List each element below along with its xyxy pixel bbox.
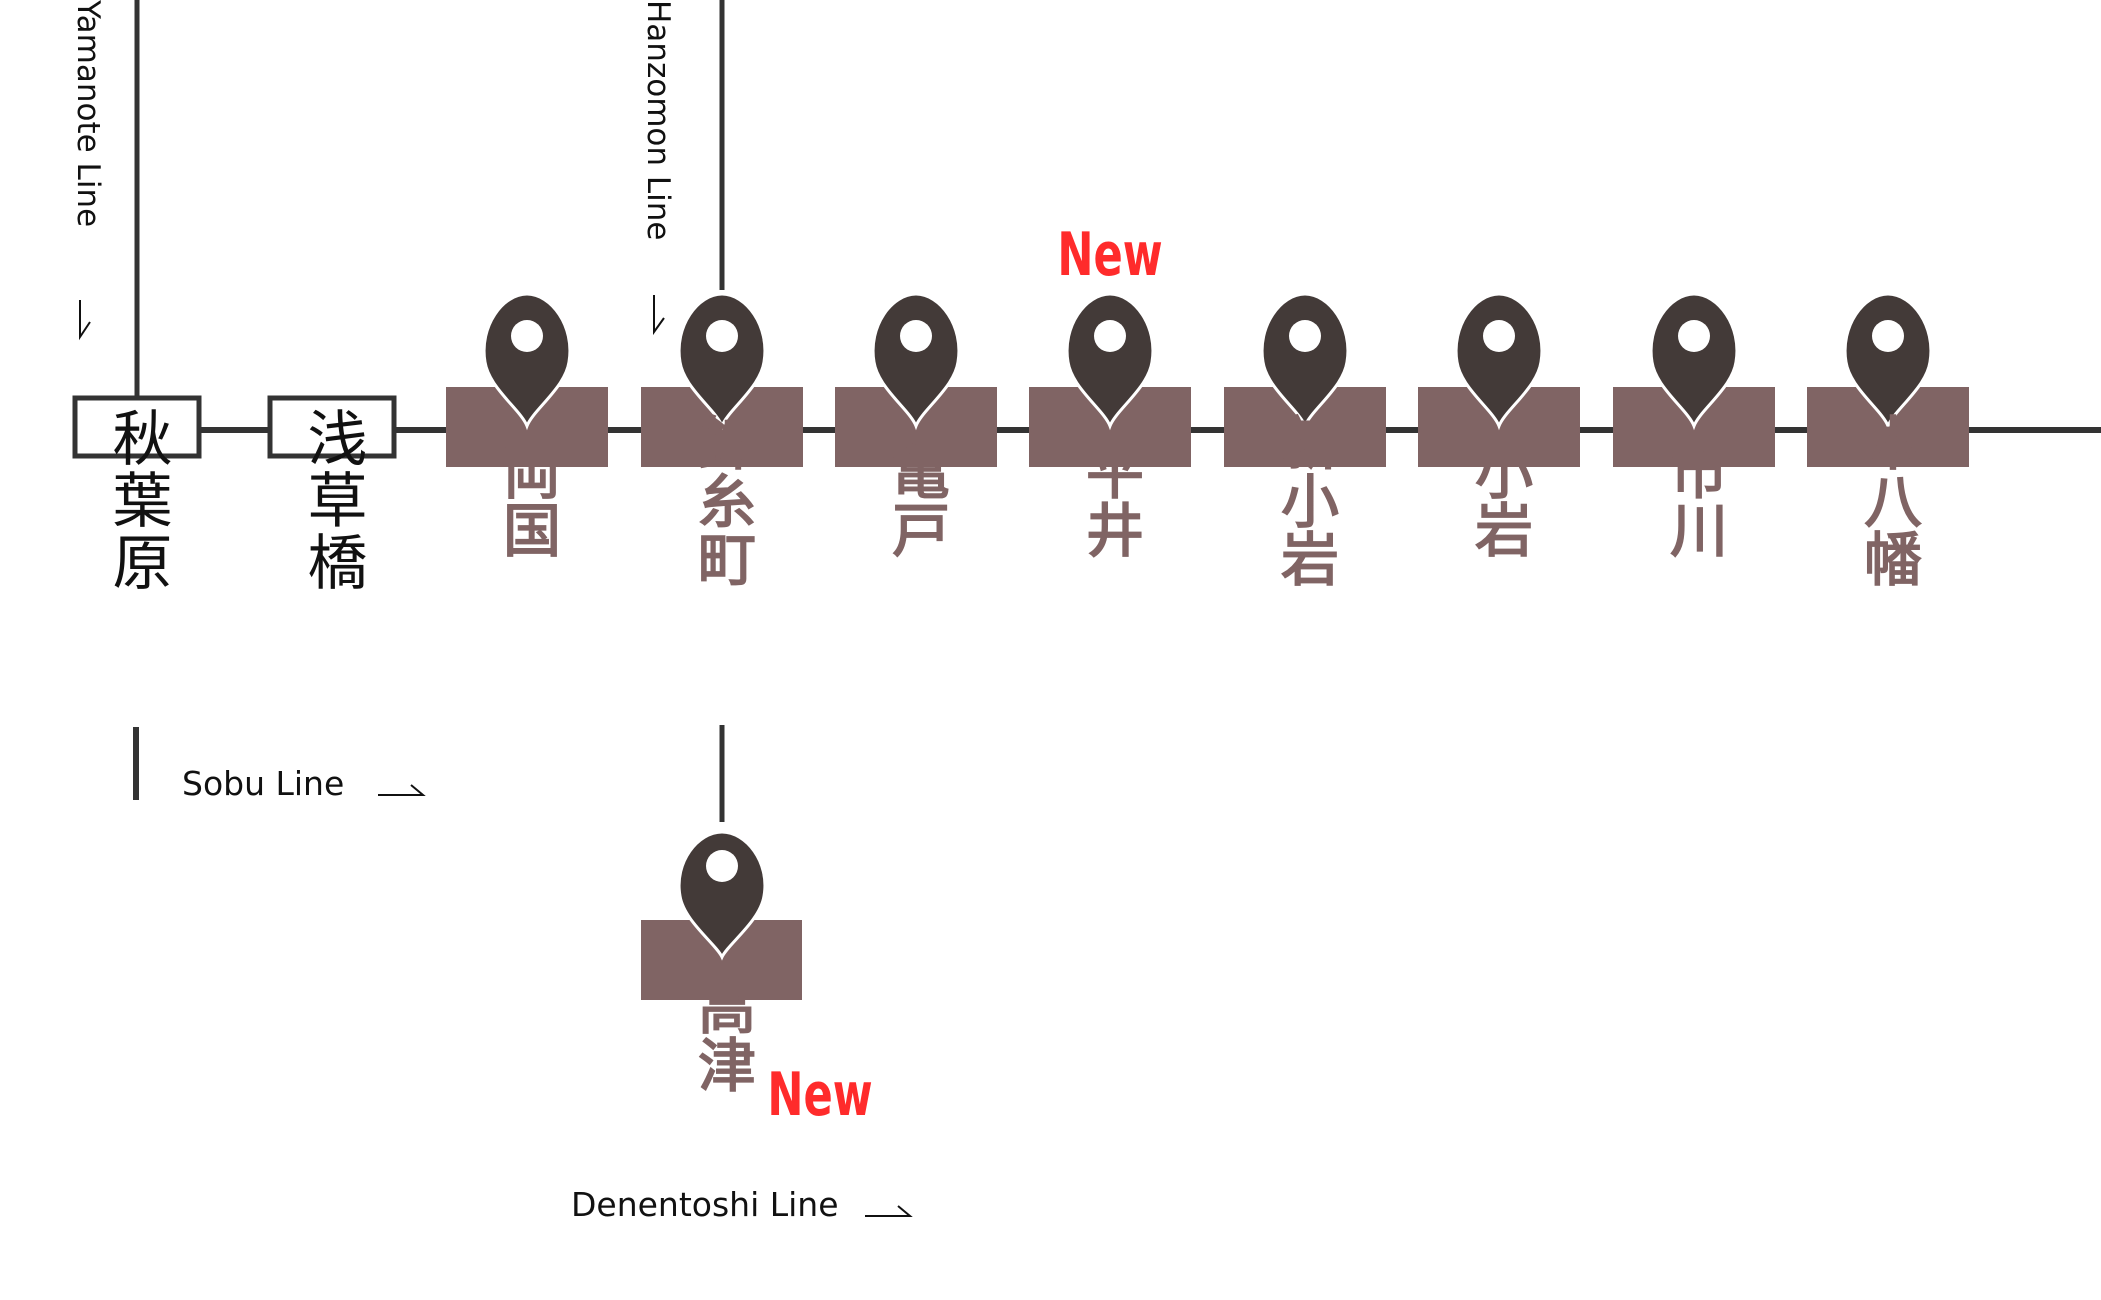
station-name-asakusabashi: 浅草橋 [297, 407, 367, 593]
denentoshi-line-label: Denentoshi Line [571, 1185, 839, 1224]
station-asakusabashi[interactable]: 浅草橋 [267, 395, 397, 593]
denentoshi-arrow-icon [865, 1205, 913, 1217]
map-pin-icon [1065, 292, 1155, 431]
station-koiwa[interactable]: 小岩 [1418, 292, 1580, 558]
station-takatsu[interactable]: 高津 [641, 830, 802, 1093]
station-ichikawa[interactable]: 市川 [1613, 292, 1775, 558]
station-name-kinshicho: 錦糸町 [688, 413, 756, 587]
map-pin-icon [1649, 292, 1739, 431]
station-motoyawata[interactable]: 本八幡 [1807, 292, 1969, 587]
station-name-akihabara: 秋葉原 [102, 407, 172, 593]
plain-station-box [267, 395, 397, 459]
station-name-koiwa: 小岩 [1465, 442, 1533, 558]
station-name-kameido: 亀戸 [882, 442, 950, 558]
yamanote-line-label: Yamanote Line [70, 0, 106, 227]
hanzomon-line-label: Hanzomon Line [640, 0, 676, 240]
map-pin-icon [677, 292, 767, 431]
new-badge-hirai: New [1057, 220, 1162, 290]
station-name-shinkoiwa: 新小岩 [1271, 413, 1339, 587]
station-ryogoku[interactable]: 両国 [446, 292, 608, 558]
station-name-ryogoku: 両国 [493, 442, 561, 558]
station-hirai[interactable]: 平井 [1029, 292, 1191, 558]
yamanote-line-label-group: Yamanote Line [70, 0, 106, 227]
station-name-takatsu: 高津 [688, 977, 756, 1093]
station-name-motoyawata: 本八幡 [1854, 413, 1922, 587]
station-name-ichikawa: 市川 [1660, 442, 1728, 558]
hanzomon-line-label-group: Hanzomon Line [640, 0, 676, 240]
station-name-hirai: 平井 [1076, 442, 1144, 558]
map-pin-icon [1454, 292, 1544, 431]
map-pin-icon [677, 830, 767, 961]
station-shinkoiwa[interactable]: 新小岩 [1224, 292, 1386, 587]
map-pin-icon [1260, 292, 1350, 431]
map-pin-icon [1843, 292, 1933, 431]
plain-station-box [72, 395, 202, 459]
station-kinshicho[interactable]: 錦糸町 [641, 292, 803, 587]
sobu-line-label: Sobu Line [182, 764, 344, 803]
hanzomon-arrow-icon [653, 295, 665, 336]
sobu-arrow-icon [378, 784, 426, 796]
new-badge-takatsu: New [767, 1060, 872, 1130]
yamanote-arrow-icon [79, 300, 91, 341]
station-kameido[interactable]: 亀戸 [835, 292, 997, 558]
map-pin-icon [482, 292, 572, 431]
map-pin-icon [871, 292, 961, 431]
station-akihabara[interactable]: 秋葉原 [72, 395, 202, 593]
